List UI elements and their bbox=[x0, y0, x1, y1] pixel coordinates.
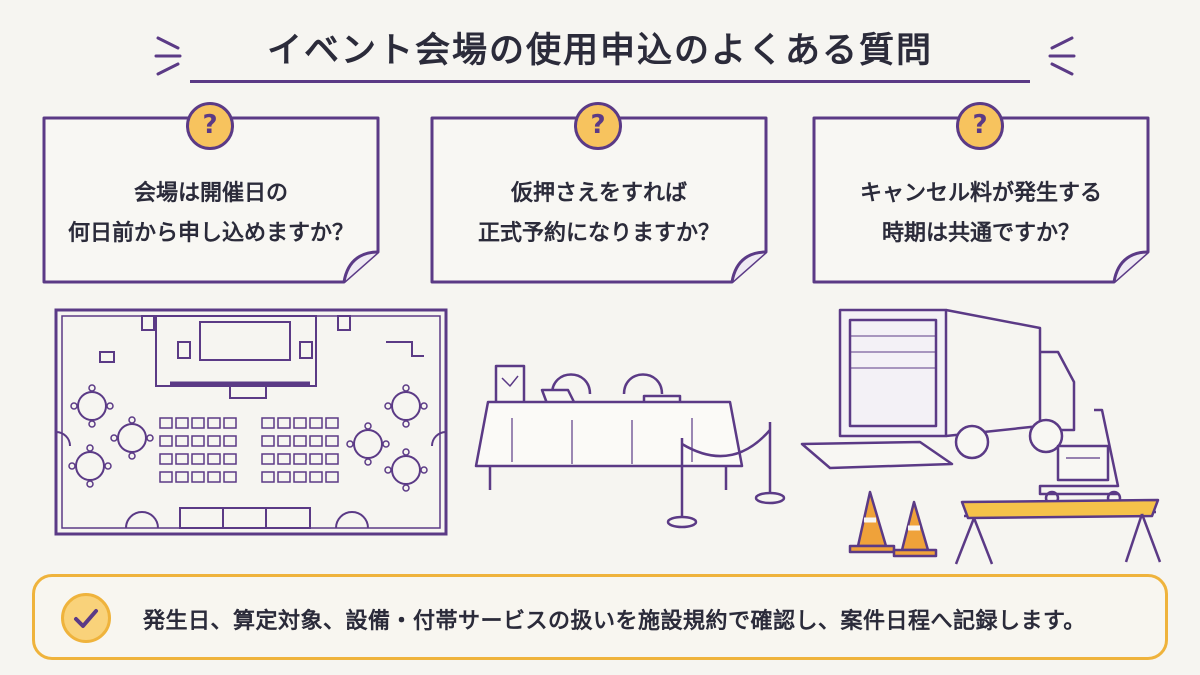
reception-table-illustration bbox=[474, 364, 786, 529]
floor-plan-illustration bbox=[54, 308, 448, 536]
question-icon: ? bbox=[574, 102, 622, 150]
question-line-2: 時期は共通ですか？ bbox=[881, 221, 1080, 246]
left-sparkle-icon bbox=[154, 36, 182, 76]
question-text: 会場は開催日の 何日前から申し込めますか？ bbox=[38, 174, 384, 254]
question-icon: ? bbox=[956, 102, 1004, 150]
summary-box: 発生日、算定対象、設備・付帯サービスの扱いを施設規約で確認し、案件日程へ記録しま… bbox=[32, 574, 1168, 660]
question-line-1: 会場は開催日の bbox=[133, 181, 288, 206]
question-line-1: キャンセル料が発生する bbox=[859, 181, 1102, 206]
delivery-truck-illustration bbox=[800, 308, 1162, 565]
check-icon bbox=[61, 593, 111, 643]
title-area: イベント会場の使用申込のよくある質問 bbox=[0, 22, 1200, 73]
question-card-2: ? 仮押さえをすれば 正式予約になりますか？ bbox=[426, 102, 772, 286]
page-title: イベント会場の使用申込のよくある質問 bbox=[266, 31, 933, 71]
question-line-2: 正式予約になりますか？ bbox=[477, 221, 720, 246]
question-line-2: 何日前から申し込めますか？ bbox=[67, 221, 354, 246]
question-card-3: ? キャンセル料が発生する 時期は共通ですか？ bbox=[808, 102, 1154, 286]
question-icon: ? bbox=[186, 102, 234, 150]
question-line-1: 仮押さえをすれば bbox=[510, 181, 687, 206]
question-text: 仮押さえをすれば 正式予約になりますか？ bbox=[426, 174, 772, 254]
title-underline bbox=[190, 80, 1030, 83]
question-text: キャンセル料が発生する 時期は共通ですか？ bbox=[808, 174, 1154, 254]
right-sparkle-icon bbox=[1048, 36, 1076, 76]
question-card-1: ? 会場は開催日の 何日前から申し込めますか？ bbox=[38, 102, 384, 286]
summary-text: 発生日、算定対象、設備・付帯サービスの扱いを施設規約で確認し、案件日程へ記録しま… bbox=[143, 609, 1086, 634]
